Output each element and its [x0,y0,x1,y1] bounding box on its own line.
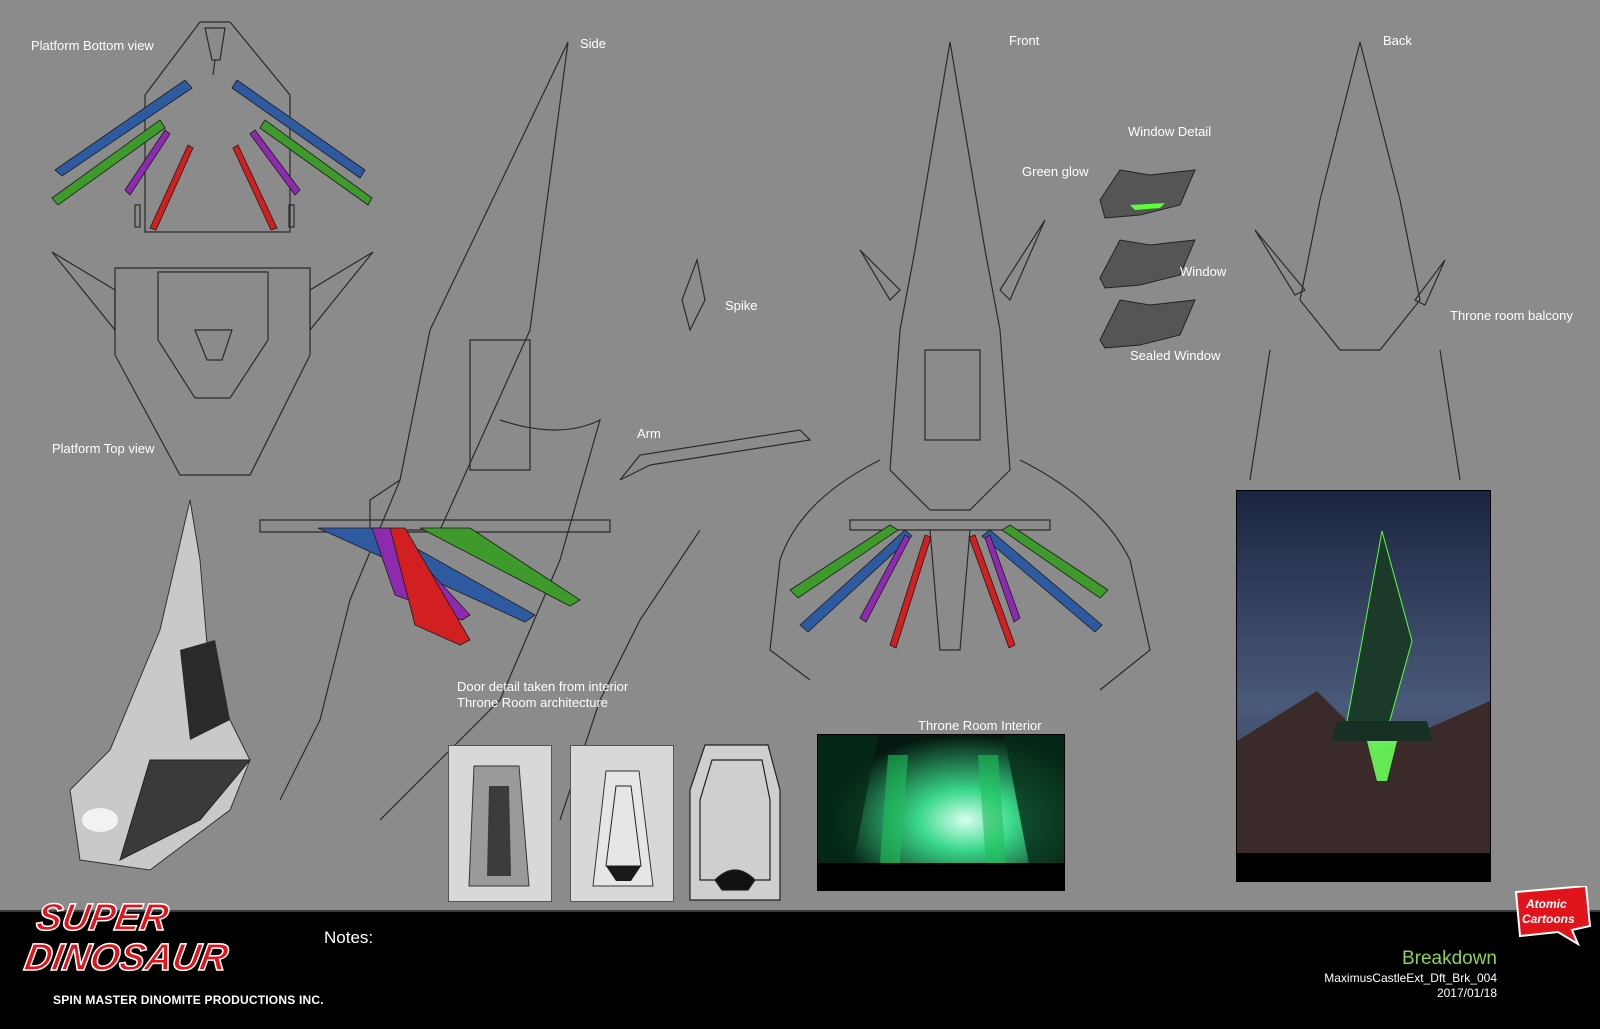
footer-bar [0,912,1600,1029]
label-window-detail: Window Detail [1128,124,1212,139]
atomic-cartoons-logo: Atomic Cartoons [1514,886,1592,946]
label-door-detail-line1: Door detail taken from interior [457,679,629,694]
front-view-arms [789,524,1109,649]
back-view-drawing [1249,41,1461,481]
spike-drawing [681,257,706,332]
front-view-drawing [769,41,1151,691]
throne-room-painting [817,734,1065,891]
label-throne-interior: Throne Room Interior [918,718,1042,733]
super-dinosaur-logo: SUPER DINOSAUR [22,896,233,980]
file-date: 2017/01/18 [1436,986,1497,1000]
label-window: Window [1180,264,1227,279]
label-side: Side [580,36,607,51]
label-throne-balcony: Throne room balcony [1450,308,1573,323]
company-name: SPIN MASTER DINOMITE PRODUCTIONS INC. [53,993,324,1007]
file-name: MaximusCastleExt_Dft_Brk_004 [1324,971,1497,985]
svg-text:SUPER: SUPER [33,896,172,939]
door-sketch-1 [448,745,552,902]
castle-line-art [51,21,1461,901]
arm-drawing [619,429,812,481]
side-view-arms [317,527,581,646]
platform-bottom-arms [51,79,373,231]
window-detail-drawings [1099,169,1196,349]
stage-label: Breakdown [1401,948,1497,969]
svg-text:DINOSAUR: DINOSAUR [22,936,232,979]
label-spike: Spike [725,298,758,313]
svg-text:Cartoons: Cartoons [1522,912,1575,926]
label-platform-top: Platform Top view [52,441,155,456]
shaded-castle-sketch [69,499,252,871]
label-green-glow: Green glow [1022,164,1089,179]
label-front: Front [1009,33,1040,48]
notes-label: Notes: [324,928,374,947]
castle-exterior-painting [1236,490,1491,882]
label-arm: Arm [637,426,661,441]
footer-divider [0,910,1600,913]
door-sketch-2 [570,745,674,902]
door-sketch-3 [689,744,781,901]
platform-top-drawing [51,251,374,476]
svg-text:Atomic: Atomic [1525,897,1567,911]
label-door-detail-line2: Throne Room architecture [457,695,609,710]
label-platform-bottom: Platform Bottom view [31,38,154,53]
label-sealed-window: Sealed Window [1130,348,1221,363]
label-back: Back [1383,33,1412,48]
platform-bottom-drawing [134,21,295,233]
